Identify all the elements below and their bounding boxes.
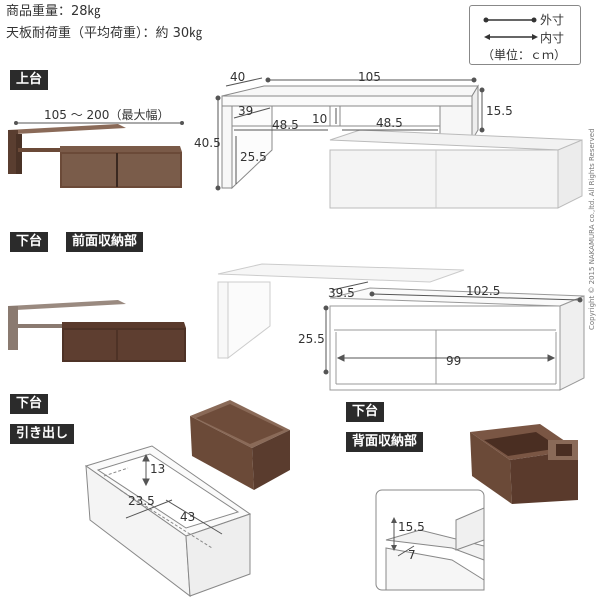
front-drawing xyxy=(217,263,585,391)
upper-inner-depth-label: 39 xyxy=(238,104,254,118)
section-lower-tag-3: 下台 xyxy=(346,402,385,422)
drawer-dimensions xyxy=(125,453,223,535)
upper-inner-width-left-label: 48.5 xyxy=(272,118,299,132)
legend-inner: 内寸 xyxy=(540,31,565,45)
front-dimensions xyxy=(323,281,583,375)
upper-inner-height-label: 10 xyxy=(312,112,328,126)
upper-inner-width-right-label: 48.5 xyxy=(376,116,403,130)
load-text: 天板耐荷重（平均荷重）：約 30㎏ xyxy=(6,26,203,41)
legend-arrows xyxy=(483,17,538,40)
legend-unit: （単位：ｃｍ） xyxy=(482,48,567,62)
front-photo xyxy=(8,300,186,362)
upper-top-thickness-label: 15.5 xyxy=(486,104,513,118)
copyright-text: Copyright © 2015 NAKAMURA co.,ltd. All R… xyxy=(588,128,596,330)
upper-dimensions xyxy=(215,77,485,191)
upper-photo xyxy=(8,124,182,188)
legend-outer: 外寸 xyxy=(540,13,565,27)
upper-drawing xyxy=(221,84,583,209)
section-upper-tag: 上台 xyxy=(10,70,49,90)
section-lower-tag-1: 下台 xyxy=(10,232,49,252)
upper-height-label: 40.5 xyxy=(194,136,221,150)
weight-text: 商品重量：28㎏ xyxy=(6,4,101,19)
drawer-width-label: 43 xyxy=(180,510,196,524)
front-width-label: 102.5 xyxy=(466,284,501,298)
section-lower-tag-2: 下台 xyxy=(10,394,49,414)
upper-width-range: 105 ～ 200（最大幅） xyxy=(44,108,170,122)
back-inset xyxy=(375,489,485,591)
legend-box: 外寸 内寸 （単位：ｃｍ） xyxy=(469,5,581,65)
section-back-storage-tag: 背面収納部 xyxy=(346,432,424,452)
drawer-height-label: 13 xyxy=(150,462,166,476)
drawer-photo xyxy=(190,400,290,490)
section-front-storage-tag: 前面収納部 xyxy=(66,232,144,252)
drawer-drawing xyxy=(84,445,252,598)
back-height-label: 15.5 xyxy=(398,520,425,534)
front-height-label: 25.5 xyxy=(298,332,325,346)
drawer-depth-label: 23.5 xyxy=(128,494,155,508)
section-drawer-tag: 引き出し xyxy=(10,424,75,444)
upper-width-label: 105 xyxy=(358,70,381,84)
upper-depth-label: 40 xyxy=(230,70,246,84)
back-photo xyxy=(470,424,578,504)
upper-leg-height-label: 25.5 xyxy=(240,150,267,164)
back-depth-label: 7 xyxy=(408,548,416,562)
front-depth-label: 39.5 xyxy=(328,286,355,300)
front-inner-width-label: 99 xyxy=(446,354,462,368)
